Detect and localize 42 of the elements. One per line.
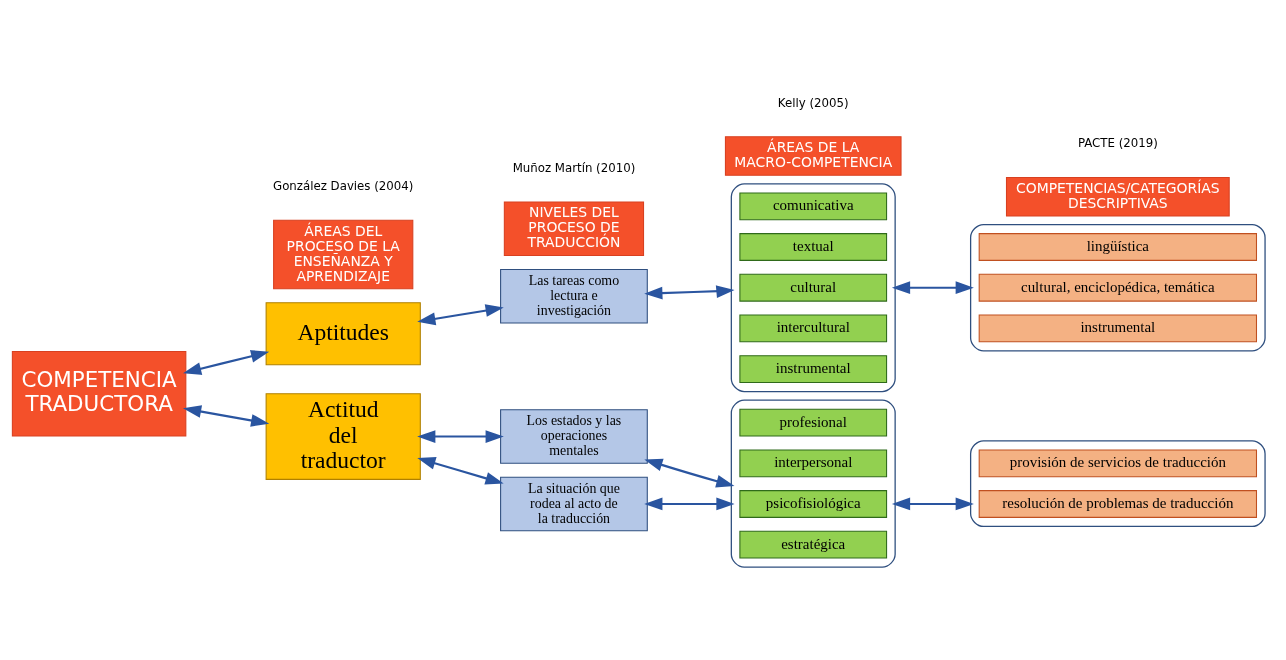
label: Muñoz Martín (2010)	[512, 160, 636, 175]
node-box: psicofisiológica	[739, 490, 888, 518]
node-box: COMPETENCIAS/CATEGORÍAS DESCRIPTIVAS	[1005, 176, 1230, 217]
node-box: Actitud del traductor	[265, 393, 421, 480]
node-box: La situación que rodea al acto de la traducción	[500, 476, 648, 532]
node-box: estratégica	[739, 530, 888, 559]
cluster	[970, 223, 1266, 352]
arrow	[417, 430, 504, 443]
arrow	[183, 405, 270, 427]
node-box: cultural	[739, 273, 888, 302]
node-box: resolución de problemas de traducción	[978, 490, 1258, 518]
node-box: ÁREAS DEL PROCESO DE LA ENSEÑANZA Y APRENDIZAJE	[273, 219, 414, 290]
node-box: Los estados y las operaciones mentales	[500, 409, 648, 464]
arrow	[891, 281, 974, 295]
arrow	[644, 458, 735, 488]
arrow	[644, 497, 735, 511]
node-box: instrumental	[739, 355, 888, 383]
label: PACTE (2019)	[1077, 136, 1158, 151]
node-box: ÁREAS DE LA MACRO-COMPETENCIA	[724, 136, 902, 176]
cluster	[970, 440, 1266, 528]
node-box: cultural, enciclopédica, temática	[978, 273, 1258, 302]
node-box: comunicativa	[739, 192, 888, 221]
node-box: NIVELES DEL PROCESO DE TRADUCCIÓN	[503, 201, 645, 257]
cluster	[730, 399, 896, 568]
arrow	[183, 350, 270, 375]
arrow	[417, 457, 504, 485]
arrow	[417, 304, 504, 326]
cluster	[730, 183, 896, 393]
node-box: textual	[739, 233, 888, 261]
node-box: provisión de servicios de traducción	[978, 449, 1258, 478]
label: González Davies (2004)	[273, 179, 414, 194]
node-box: COMPETENCIA TRADUCTORA	[11, 350, 187, 437]
arrow	[644, 285, 735, 300]
node-box: interpersonal	[739, 449, 888, 478]
node-box: lingüística	[978, 233, 1258, 261]
node-box: Las tareas como lectura e investigación	[500, 268, 648, 324]
arrow	[891, 497, 974, 511]
node-box: intercultural	[739, 314, 888, 343]
label: Kelly (2005)	[777, 95, 849, 110]
node-box: Aptitudes	[265, 302, 421, 366]
node-box: instrumental	[978, 314, 1258, 343]
node-box: profesional	[739, 408, 888, 437]
